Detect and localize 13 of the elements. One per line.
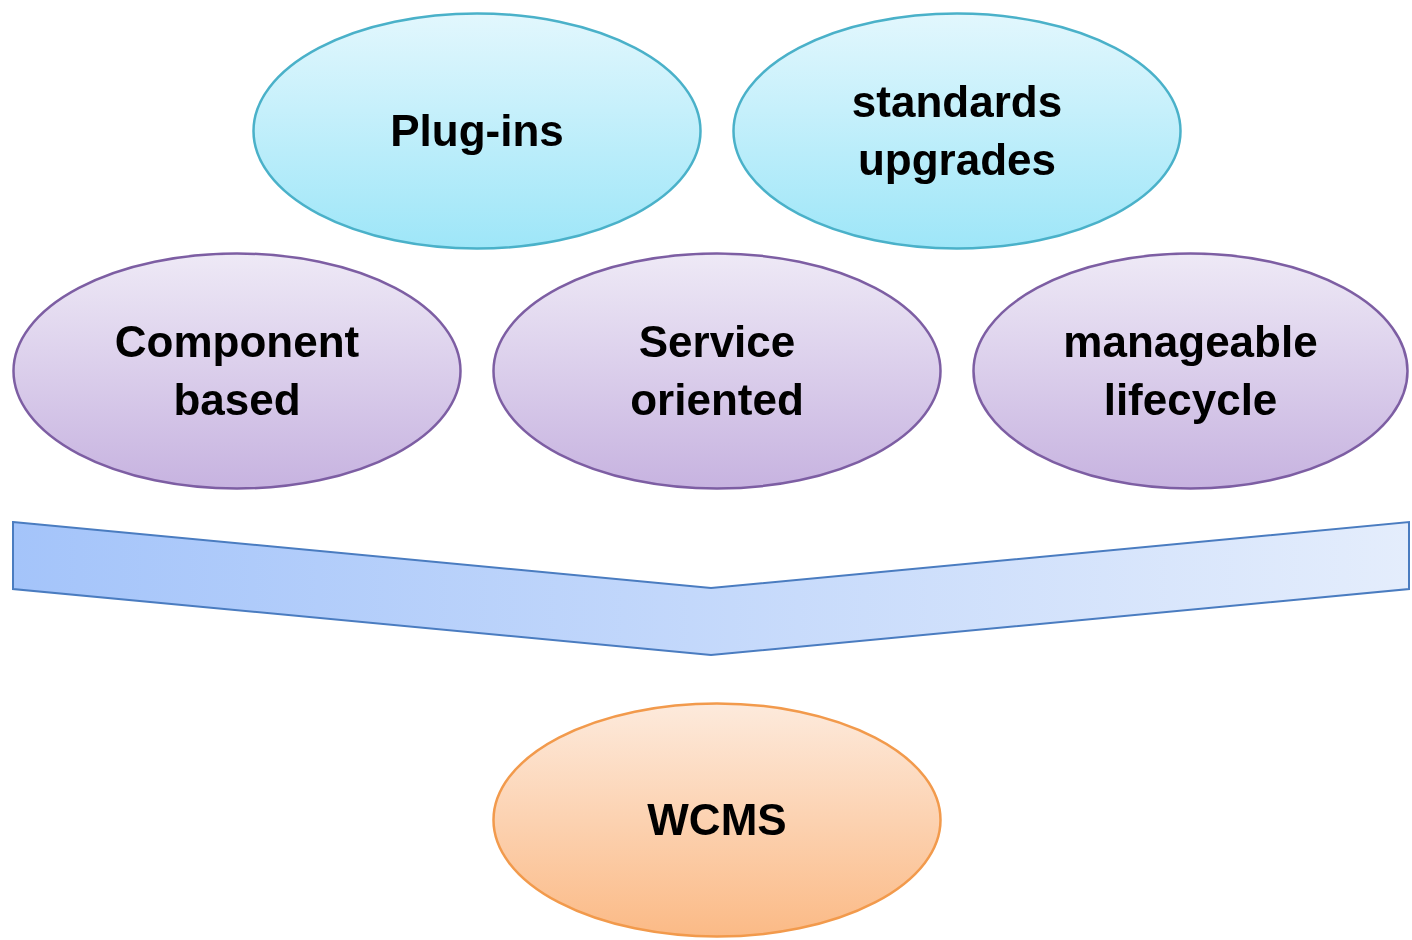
node-label: Component based [113,316,361,426]
ellipse-node [492,702,942,938]
node-label: WCMS [647,794,787,846]
node-label: Plug-ins [390,105,564,157]
ellipse-node [732,12,1182,250]
ellipse-node [12,252,462,490]
ellipse-node [252,12,702,250]
node-label: Service oriented [629,316,805,426]
ellipse-node [972,252,1409,490]
chevron-shape [12,521,1410,656]
node-label: manageable lifecycle [1062,316,1319,426]
node-label: standards upgrades [850,76,1064,186]
ellipse-node [492,252,942,490]
